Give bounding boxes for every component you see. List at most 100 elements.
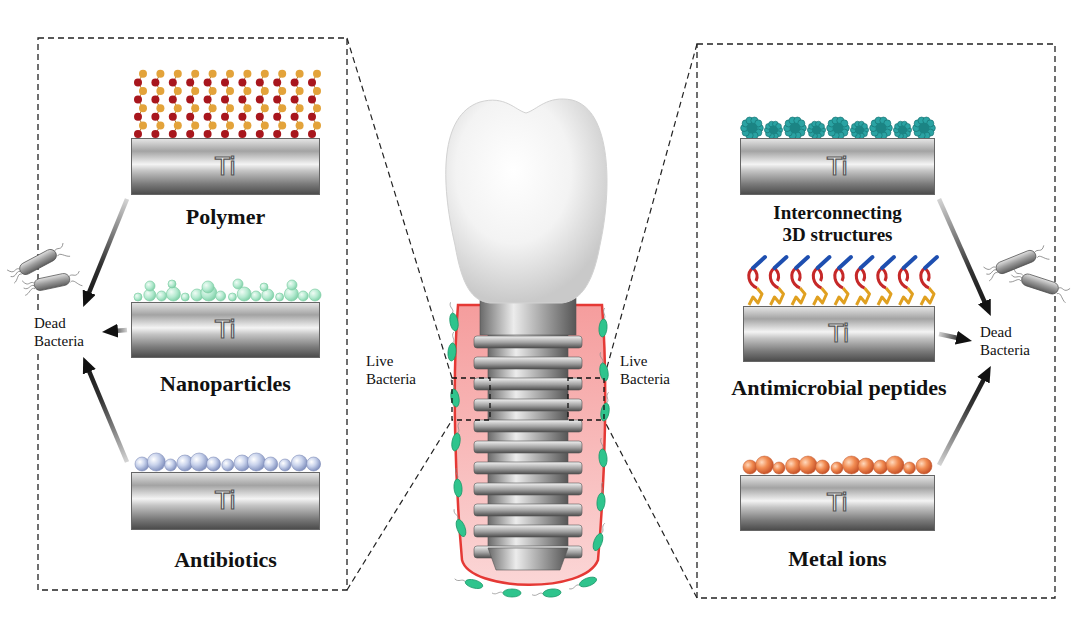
polymer-bead <box>204 78 212 86</box>
peptide-segment <box>839 257 851 268</box>
polymer-bead <box>313 87 321 95</box>
live-bacterium <box>450 508 467 538</box>
live-bacterium <box>492 589 521 597</box>
peptide-segment <box>899 268 907 288</box>
polymer-bead <box>296 87 304 95</box>
metal-ion <box>886 456 904 474</box>
live-bacterium <box>597 352 610 382</box>
flagellum <box>10 271 21 278</box>
nanoparticle <box>298 291 308 301</box>
antibiotic-sphere <box>222 459 234 471</box>
implant-thread <box>474 357 582 369</box>
bacterium-body <box>503 589 521 597</box>
polymer-bead <box>313 121 321 129</box>
3d-cluster <box>741 117 764 139</box>
dead-bacterium <box>22 269 82 298</box>
annotation-label: Live Bacteria <box>620 352 684 388</box>
implant-thread <box>474 483 582 495</box>
cluster-core <box>769 126 778 135</box>
metal-ion <box>756 456 774 474</box>
polymer-bead <box>156 70 164 78</box>
polymer-bead <box>243 87 251 95</box>
nanoparticle <box>276 293 284 301</box>
antibiotic-sphere <box>291 455 307 471</box>
antibiotic-sphere <box>279 459 291 471</box>
nanoparticle <box>251 291 261 301</box>
3d-cluster <box>764 121 782 139</box>
flagellum <box>603 308 606 319</box>
polymer-bead <box>278 104 286 112</box>
polymer-bead <box>139 70 147 78</box>
polymer-bead <box>134 78 142 86</box>
antibiotic-sphere <box>135 457 149 471</box>
polymer-bead <box>238 78 246 86</box>
polymer-bead <box>291 113 299 121</box>
live-bacterium <box>452 468 462 498</box>
polymer-bead <box>134 113 142 121</box>
nanoparticle <box>145 281 155 291</box>
peptide <box>899 257 915 305</box>
polymer-bead <box>209 70 217 78</box>
flagellum <box>53 243 64 251</box>
coating-caption: Polymer <box>126 204 326 229</box>
polymer-bead <box>296 70 304 78</box>
polymer-bead <box>243 104 251 112</box>
live-bacterium <box>568 575 598 592</box>
polymer-bead <box>186 113 194 121</box>
peptide-segment <box>921 268 929 288</box>
flagellum <box>453 509 458 520</box>
nanoparticle <box>134 293 142 301</box>
polymer-bead <box>151 78 159 86</box>
antibiotic-sphere <box>165 459 177 471</box>
zoom-line <box>347 38 452 378</box>
metal-ion <box>816 460 830 474</box>
peptide-segment <box>814 288 827 305</box>
polymer-bead <box>134 96 142 104</box>
flagellum <box>1059 285 1070 291</box>
live-bacterium <box>447 332 457 362</box>
polymer-bead <box>308 96 316 104</box>
metal-ion <box>858 458 874 474</box>
peptide-segment <box>925 257 937 268</box>
zoom-line <box>347 420 452 590</box>
peptide <box>878 257 894 305</box>
peptide <box>749 257 765 305</box>
antibiotic-sphere <box>247 453 265 471</box>
polymer-bead <box>226 87 234 95</box>
polymer-bead <box>139 104 147 112</box>
polymer-bead <box>243 121 251 129</box>
polymer-bead <box>238 130 246 138</box>
polymer-bead <box>209 121 217 129</box>
polymer-bead <box>169 113 177 121</box>
peptide-segment <box>749 288 762 305</box>
cluster-core <box>812 126 821 135</box>
flagellum <box>984 263 996 271</box>
peptide-segment <box>796 257 808 268</box>
polymer-bead <box>134 130 142 138</box>
bacterium-body <box>464 578 483 590</box>
polymer-bead <box>151 96 159 104</box>
implant-thread <box>474 504 582 516</box>
live-bacterium <box>599 392 612 422</box>
coating-caption: Antibiotics <box>126 547 326 572</box>
polymer-bead <box>256 130 264 138</box>
bacterium-body <box>33 272 71 291</box>
peptide-segment <box>861 257 873 268</box>
polymer-bead <box>221 78 229 86</box>
polymer-bead <box>261 104 269 112</box>
polymer-bead <box>261 87 269 95</box>
substrate-symbol: Ti <box>215 489 236 513</box>
implant-apex <box>488 548 568 570</box>
substrate-symbol: Ti <box>829 322 850 346</box>
metal-ion <box>799 456 817 474</box>
live-bacterium <box>597 438 607 468</box>
nanoparticle <box>309 289 321 301</box>
polymer-bead <box>139 121 147 129</box>
polymer-bead <box>186 130 194 138</box>
polymer-bead <box>186 96 194 104</box>
peptide <box>770 257 786 305</box>
polymer-bead <box>169 96 177 104</box>
polymer-bead <box>191 70 199 78</box>
polymer-bead <box>191 104 199 112</box>
